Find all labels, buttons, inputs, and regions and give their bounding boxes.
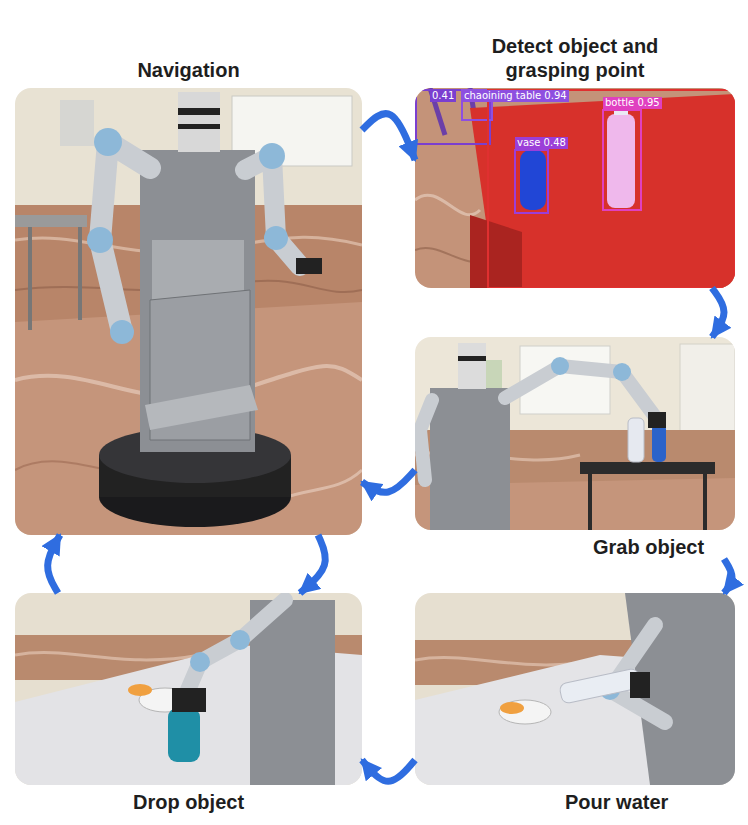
detection-photo-part bbox=[415, 88, 735, 288]
grab-photo-part bbox=[628, 418, 644, 462]
step-heading: Navigation bbox=[15, 58, 362, 88]
grab-photo-part bbox=[703, 474, 707, 530]
detection-label: 0.41 bbox=[430, 90, 456, 102]
drop-photo-part bbox=[172, 688, 206, 712]
grab-photo-part bbox=[588, 474, 592, 530]
navigation-photo-part bbox=[60, 100, 94, 146]
detection-label: vase 0.48 bbox=[515, 137, 568, 149]
flow-arrow bbox=[724, 559, 732, 593]
grab-photo-part bbox=[430, 388, 510, 530]
navigation-photo-part bbox=[178, 124, 220, 129]
photo-area bbox=[15, 593, 362, 785]
navigation-photo-part bbox=[110, 320, 134, 344]
drop-photo-part bbox=[230, 630, 250, 650]
photo-area bbox=[15, 88, 362, 535]
navigation-photo-part bbox=[87, 227, 113, 253]
detection-label: chaoining table 0.94 bbox=[462, 90, 569, 102]
drop-photo-part bbox=[190, 652, 210, 672]
photo-area bbox=[415, 337, 735, 530]
drop-photo-part bbox=[15, 593, 362, 785]
navigation-photo-part bbox=[178, 92, 220, 152]
step-heading-group: Drop object bbox=[15, 785, 362, 814]
process-step: Navigation bbox=[15, 58, 362, 535]
detection-photo-part bbox=[603, 110, 641, 210]
pour-photo-part bbox=[625, 593, 735, 785]
navigation-photo-part bbox=[94, 128, 122, 156]
step-heading: Grab object bbox=[415, 530, 735, 559]
grab-photo-part bbox=[652, 424, 666, 462]
process-step: Pour water bbox=[415, 593, 735, 814]
detection-photo bbox=[415, 88, 735, 288]
grab-photo-part bbox=[613, 363, 631, 381]
photo-area bbox=[415, 593, 735, 785]
grab-photo-part bbox=[458, 343, 486, 389]
step-heading: Detect object and grasping point bbox=[455, 34, 695, 88]
step-heading-group: Grab object bbox=[415, 530, 735, 559]
flow-arrow bbox=[712, 288, 724, 337]
flow-arrow bbox=[300, 535, 325, 593]
photo-area bbox=[415, 88, 735, 288]
grab-photo-part bbox=[551, 357, 569, 375]
detection-photo-part bbox=[415, 195, 480, 215]
flow-arrow bbox=[362, 114, 415, 160]
grab-photo bbox=[415, 337, 735, 530]
navigation-photo-part bbox=[15, 215, 87, 227]
pour-photo-part bbox=[559, 668, 641, 704]
step-heading: Drop object bbox=[15, 785, 362, 814]
navigation-photo-part bbox=[28, 227, 32, 330]
detection-photo-part bbox=[488, 90, 735, 288]
detection-photo-part bbox=[515, 150, 548, 213]
process-step: Grab object bbox=[415, 337, 735, 559]
step-heading-group: Detect object and grasping point bbox=[415, 34, 735, 88]
drop-photo-part bbox=[128, 684, 152, 696]
flow-arrow bbox=[362, 760, 415, 781]
navigation-photo-part bbox=[296, 258, 322, 274]
step-heading-group: Pour water bbox=[415, 785, 735, 814]
pour-photo-part bbox=[415, 593, 735, 785]
grab-photo-part bbox=[580, 462, 715, 474]
detection-photo-part bbox=[607, 114, 635, 208]
navigation-photo-part bbox=[178, 108, 220, 115]
pour-photo-part bbox=[630, 672, 650, 698]
process-step: Drop object bbox=[15, 593, 362, 814]
flow-arrow bbox=[48, 535, 60, 593]
detection-label: bottle 0.95 bbox=[603, 97, 662, 109]
navigation-photo-part bbox=[15, 88, 362, 535]
drop-photo-part bbox=[15, 653, 200, 660]
step-heading-group: Navigation bbox=[15, 58, 362, 88]
navigation-photo-part bbox=[145, 385, 258, 430]
process-step: Detect object and grasping point bbox=[415, 34, 735, 288]
navigation-photo bbox=[15, 88, 362, 535]
pour-photo-part bbox=[500, 702, 524, 714]
navigation-photo-part bbox=[259, 143, 285, 169]
pour-photo bbox=[415, 593, 735, 785]
step-heading: Pour water bbox=[415, 785, 735, 814]
grab-photo-part bbox=[648, 412, 666, 428]
drop-photo-part bbox=[168, 708, 200, 762]
pour-photo-part bbox=[499, 700, 551, 724]
navigation-photo-part bbox=[264, 226, 288, 250]
grab-photo-part bbox=[420, 400, 432, 480]
grab-photo-part bbox=[505, 366, 656, 418]
navigation-photo-part bbox=[245, 156, 300, 266]
detection-photo-part bbox=[520, 150, 546, 210]
drop-photo-part bbox=[188, 600, 285, 690]
detection-photo-part bbox=[470, 215, 522, 288]
grab-photo-part bbox=[415, 337, 735, 530]
navigation-photo-part bbox=[78, 227, 82, 320]
grab-photo-part bbox=[458, 356, 486, 361]
drop-photo bbox=[15, 593, 362, 785]
flow-arrow bbox=[362, 470, 415, 492]
detection-photo-part bbox=[470, 94, 735, 288]
